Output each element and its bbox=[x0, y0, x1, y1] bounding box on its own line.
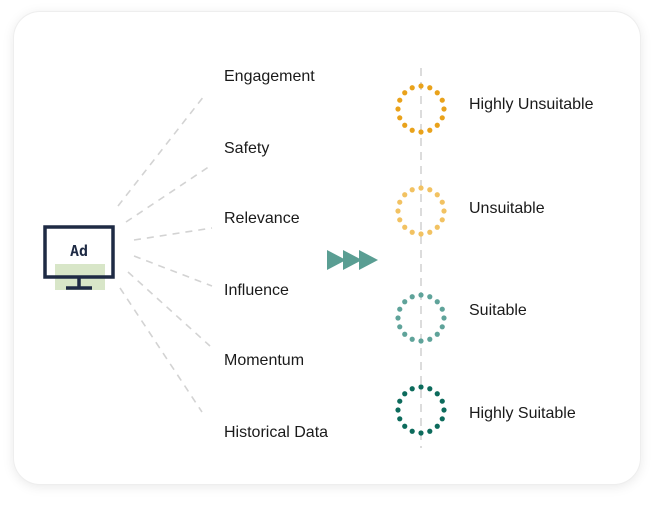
rating-dot bbox=[439, 199, 445, 205]
rating-dot bbox=[427, 85, 433, 91]
rating-dot bbox=[397, 306, 403, 312]
rating-dot bbox=[427, 229, 433, 235]
rating-dot bbox=[439, 97, 445, 103]
factor-influence: Influence bbox=[224, 282, 289, 299]
rating-suitable: Suitable bbox=[469, 302, 527, 319]
rating-dot bbox=[397, 398, 403, 404]
rating-dot bbox=[397, 97, 403, 103]
rating-dot bbox=[418, 231, 424, 237]
rating-dot bbox=[402, 90, 408, 96]
rating-dot bbox=[441, 208, 447, 214]
rating-dot bbox=[439, 306, 445, 312]
rating-dot bbox=[397, 199, 403, 205]
rating-dot bbox=[427, 336, 433, 342]
connector-line bbox=[133, 227, 213, 241]
rating-dot bbox=[418, 338, 424, 344]
rating-dot bbox=[427, 294, 433, 300]
rating-dot bbox=[439, 416, 445, 422]
rating-dot bbox=[418, 185, 424, 191]
rating-dot bbox=[409, 336, 415, 342]
rating-circle-highly-unsuitable bbox=[395, 83, 447, 135]
rating-circle-highly-suitable bbox=[395, 384, 447, 436]
rating-dot bbox=[434, 90, 440, 96]
rating-dot bbox=[441, 407, 447, 413]
factor-relevance: Relevance bbox=[224, 210, 300, 227]
rating-dot bbox=[427, 386, 433, 392]
rating-dot bbox=[409, 85, 415, 91]
factor-historical-data: Historical Data bbox=[224, 424, 329, 441]
ad-label: Ad bbox=[70, 242, 88, 260]
connector-line bbox=[133, 255, 213, 287]
rating-dot bbox=[434, 224, 440, 230]
rating-highly-suitable: Highly Suitable bbox=[469, 405, 576, 422]
connector-line bbox=[127, 271, 211, 347]
rating-circle-unsuitable bbox=[395, 185, 447, 237]
rating-dot bbox=[409, 294, 415, 300]
rating-dot bbox=[434, 331, 440, 337]
rating-dot bbox=[402, 423, 408, 429]
rating-dot bbox=[397, 324, 403, 330]
rating-dot bbox=[434, 423, 440, 429]
rating-dot bbox=[441, 106, 447, 112]
factor-momentum: Momentum bbox=[224, 352, 305, 369]
rating-dot bbox=[439, 115, 445, 121]
rating-dot bbox=[397, 217, 403, 223]
rating-dot bbox=[439, 398, 445, 404]
rating-dot bbox=[418, 129, 424, 135]
rating-unsuitable: Unsuitable bbox=[469, 200, 545, 217]
diagram-card bbox=[14, 12, 640, 484]
connector-line bbox=[119, 287, 203, 413]
rating-dot bbox=[402, 122, 408, 128]
rating-dot bbox=[434, 391, 440, 397]
factor-engagement: Engagement bbox=[224, 68, 315, 85]
rating-dot bbox=[418, 83, 424, 89]
rating-dot bbox=[395, 106, 401, 112]
rating-dot bbox=[409, 187, 415, 193]
rating-dot bbox=[427, 428, 433, 434]
rating-dot bbox=[395, 315, 401, 321]
rating-dot bbox=[427, 187, 433, 193]
rating-dot bbox=[441, 315, 447, 321]
rating-dot bbox=[402, 224, 408, 230]
rating-dot bbox=[395, 407, 401, 413]
rating-dot bbox=[434, 122, 440, 128]
triple-arrow-icon bbox=[327, 250, 378, 270]
rating-dot bbox=[409, 229, 415, 235]
rating-dot bbox=[395, 208, 401, 214]
rating-dot bbox=[397, 115, 403, 121]
rating-circles bbox=[395, 83, 447, 436]
connector-lines bbox=[117, 95, 213, 413]
rating-dot bbox=[402, 331, 408, 337]
rating-dot bbox=[434, 299, 440, 305]
rating-dot bbox=[439, 324, 445, 330]
rating-highly-unsuitable: Highly Unsuitable bbox=[469, 96, 594, 113]
rating-dot bbox=[409, 386, 415, 392]
rating-dot bbox=[409, 428, 415, 434]
rating-dot bbox=[402, 299, 408, 305]
rating-dot bbox=[409, 127, 415, 133]
rating-dot bbox=[434, 192, 440, 198]
rating-dot bbox=[439, 217, 445, 223]
monitor-icon bbox=[43, 225, 115, 290]
connector-line bbox=[117, 95, 205, 207]
rating-dot bbox=[418, 292, 424, 298]
factor-safety: Safety bbox=[224, 140, 270, 157]
rating-dot bbox=[402, 391, 408, 397]
rating-dot bbox=[418, 384, 424, 390]
rating-dot bbox=[418, 430, 424, 436]
rating-dot bbox=[427, 127, 433, 133]
rating-dot bbox=[397, 416, 403, 422]
connector-line bbox=[125, 165, 211, 223]
rating-dot bbox=[402, 192, 408, 198]
rating-circle-suitable bbox=[395, 292, 447, 344]
